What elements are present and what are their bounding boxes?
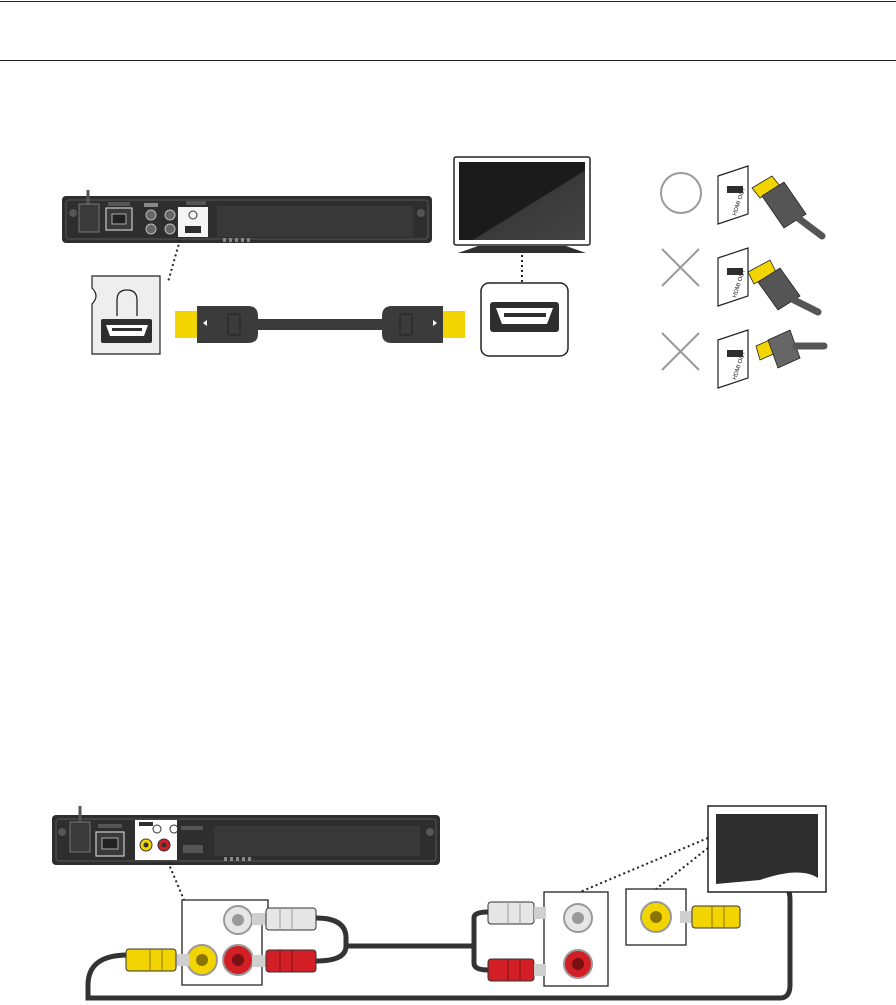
- audio-cable-red-left: [316, 946, 346, 961]
- tv-video-jack-callout: [626, 889, 686, 945]
- plug-white-tv-side: [488, 902, 546, 924]
- hdmi-cable: [175, 306, 465, 343]
- av-out-leader: [168, 862, 184, 900]
- player-hdmi-jack-callout: [92, 276, 160, 354]
- correct-mark-icon: [661, 173, 701, 213]
- plug-red-tv-side: [488, 959, 546, 981]
- tv-set-bottom: [708, 806, 826, 892]
- plug-example-incorrect-misaligned: HDMI OUT: [718, 330, 824, 388]
- audio-cable-red-right: [474, 946, 488, 970]
- tv-hdmi-jack-callout: [481, 283, 568, 356]
- incorrect-mark-icon: [662, 333, 699, 370]
- player-av-jacks-callout: [182, 900, 268, 985]
- plug-example-correct: HDMI OUT: [718, 166, 822, 236]
- tv-connection-leaders: [580, 838, 708, 892]
- tv-audio-jacks-callout: [544, 892, 608, 986]
- hdmi-connection-figure: HDMI OUT HDMI OUT: [62, 157, 824, 388]
- tv-set: [454, 157, 590, 253]
- incorrect-mark-icon: [662, 249, 699, 286]
- player-rear-panel: [62, 190, 432, 243]
- plug-yellow-player-side: [126, 949, 190, 971]
- plug-example-incorrect-angled: HDMI OUT: [718, 248, 818, 312]
- hdmi-port-leader: [168, 240, 180, 282]
- plug-examples: HDMI OUT HDMI OUT: [661, 166, 824, 388]
- composite-connection-figure: [52, 806, 826, 998]
- plug-yellow-tv-side: [680, 906, 740, 928]
- player-rear-panel-bottom: [52, 806, 440, 865]
- audio-cable-white: [316, 912, 488, 946]
